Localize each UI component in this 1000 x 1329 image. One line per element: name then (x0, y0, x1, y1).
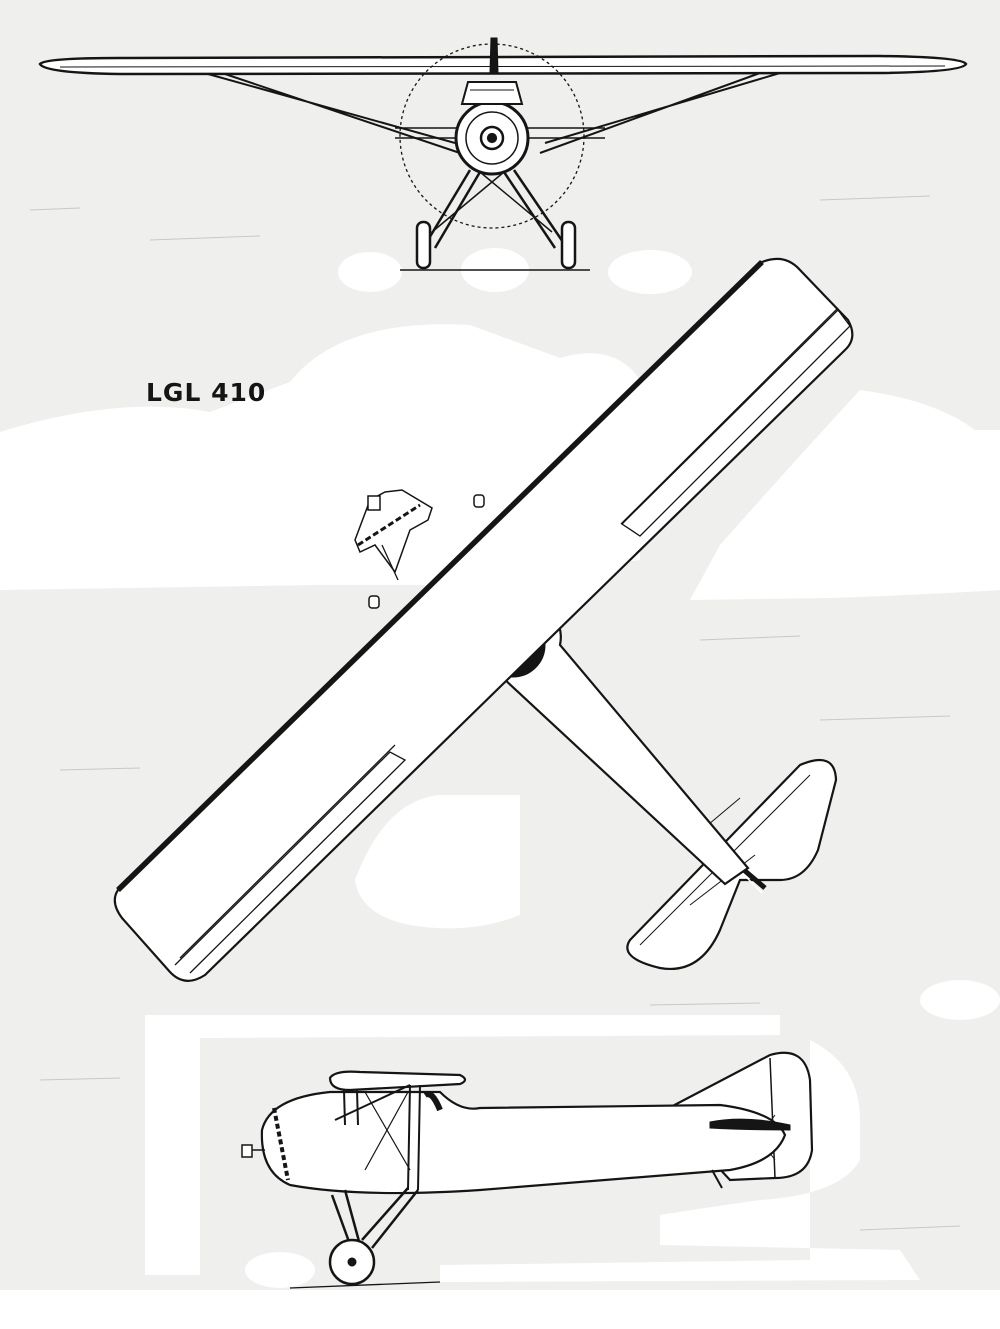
side-fuselage (260, 1090, 787, 1195)
plan-wing (113, 257, 854, 982)
front-view (38, 37, 968, 271)
front-wing (38, 54, 968, 76)
right-aileron (620, 309, 851, 537)
side-wing (328, 1070, 467, 1092)
front-left-wheel (415, 220, 432, 270)
plan-view (113, 257, 854, 982)
left-aileron (174, 751, 407, 974)
paper-speckle (29, 195, 961, 1231)
aircraft-title: LGL 410 (146, 378, 267, 407)
side-view (241, 1051, 814, 1289)
front-right-wheel (560, 220, 577, 270)
